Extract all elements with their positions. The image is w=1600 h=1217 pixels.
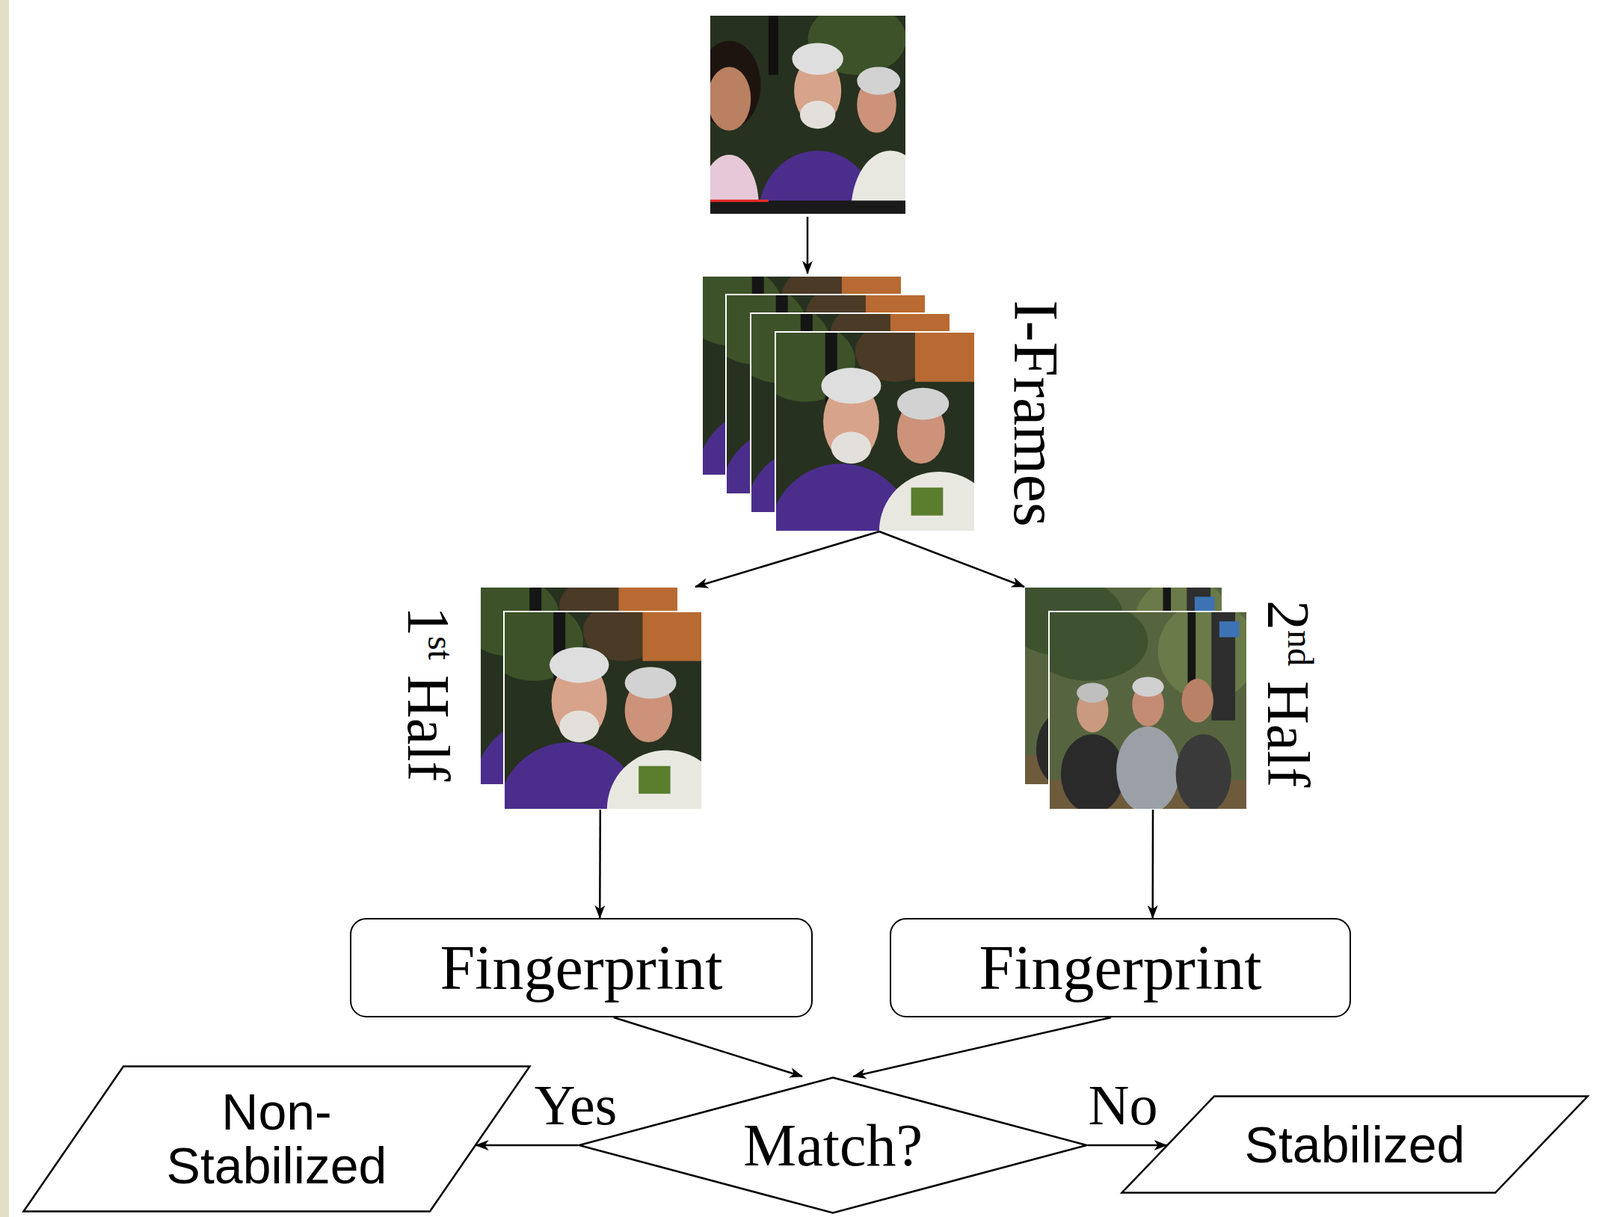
picture-part (768, 14, 779, 75)
flow-arrow (879, 531, 1025, 587)
picture-part (1176, 734, 1232, 810)
node-shape (1122, 1096, 1589, 1194)
picture-part (709, 200, 907, 215)
edge-label: No (1085, 1076, 1162, 1134)
text-part: Half (395, 660, 462, 782)
picture-part (800, 100, 836, 129)
video-frame (755, 322, 999, 608)
picture-part (879, 471, 975, 532)
decision-diamond: Match? (577, 1076, 1088, 1215)
video-frame (697, 2, 930, 279)
picture-part (1188, 611, 1197, 691)
frame-edge (503, 611, 703, 810)
text-part: 2 (1255, 600, 1322, 631)
picture-part (1131, 676, 1164, 697)
picture-part (911, 487, 944, 516)
connector-group (476, 531, 1168, 1146)
frame-edge (709, 14, 907, 215)
process-box: Fingerprint (889, 918, 1352, 1018)
flow-arrow (1151, 809, 1154, 919)
picture-part (915, 331, 975, 383)
video-frames (460, 2, 1258, 886)
video-frame (484, 601, 726, 886)
frame-picture (1048, 611, 1248, 810)
edge-label: Yes (531, 1076, 621, 1134)
picture-part (709, 199, 769, 202)
node-text: Non- Stabilized (166, 1085, 388, 1193)
flow-arrow (598, 809, 602, 919)
picture-part (625, 666, 677, 699)
picture-part (1116, 726, 1180, 810)
node-text: Match? (743, 1115, 923, 1176)
text-superscript: nd (1280, 630, 1321, 667)
picture-part (642, 611, 703, 661)
process-box: Fingerprint (349, 918, 813, 1018)
frame-stack: 2nd Half (1024, 586, 1324, 810)
frame-picture (775, 331, 975, 532)
picture-part (856, 66, 901, 95)
frame-edge (1048, 611, 1248, 810)
flow-arrow (1087, 1144, 1168, 1147)
text-part: Half (1255, 666, 1322, 788)
flow-arrow (476, 1144, 578, 1147)
picture-part (559, 711, 599, 743)
picture-part (897, 388, 949, 421)
picture-part (1194, 596, 1215, 613)
frame-edge (775, 331, 975, 532)
node-shape (23, 1066, 531, 1212)
arrow-line (806, 216, 809, 274)
output-parallelogram: Stabilized (1120, 1095, 1589, 1195)
flow-arrow (695, 531, 880, 587)
frame-picture (503, 611, 703, 810)
frame-stack: I-Frames (702, 275, 1076, 532)
stack-label: 2nd Half (1258, 600, 1319, 788)
node-text: Fingerprint (440, 936, 723, 1000)
picture-part (607, 750, 703, 811)
output-parallelogram: Non- Stabilized (22, 1065, 531, 1213)
video-frame (730, 303, 975, 590)
video-frame (1029, 601, 1258, 815)
side-band (0, 0, 9, 1217)
text-part: 1 (395, 606, 462, 637)
picture-part (1219, 621, 1240, 638)
picture-part (1048, 611, 1149, 682)
text-superscript: st (420, 636, 461, 661)
picture-part (549, 647, 610, 684)
picture-part (638, 766, 670, 795)
frame-stack: 1st Half (396, 586, 703, 810)
node-text: Stabilized (1244, 1119, 1466, 1171)
video-frame (460, 577, 703, 861)
node-text: Fingerprint (979, 936, 1263, 1000)
picture-part (1060, 734, 1125, 810)
flow-arrow (613, 1017, 803, 1077)
picture-part (831, 432, 872, 465)
node-shape (579, 1078, 1088, 1214)
picture-part (1076, 682, 1109, 703)
stack-label: I-Frames (1004, 299, 1067, 527)
picture-part (791, 42, 843, 75)
frame-picture (709, 14, 907, 215)
picture-part (709, 66, 751, 131)
picture-part (1182, 678, 1214, 723)
flow-arrow (853, 1017, 1112, 1077)
stack-label: 1st Half (398, 606, 460, 782)
picture-part (820, 367, 881, 404)
